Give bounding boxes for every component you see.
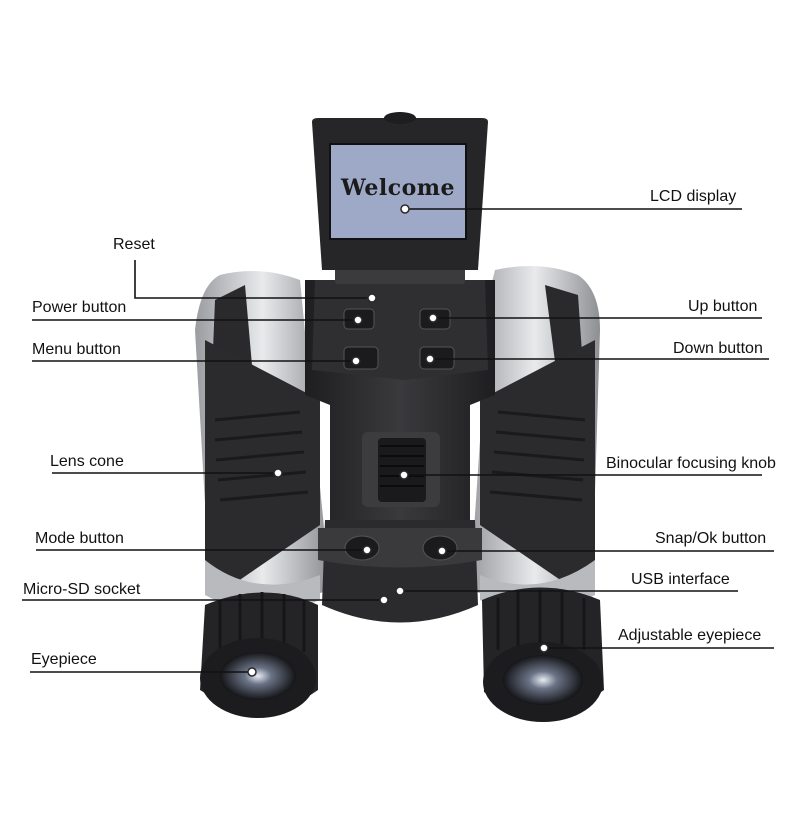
callout-dots (247, 204, 549, 677)
label-power-button: Power button (32, 299, 127, 316)
lcd-welcome-text: Welcome (340, 175, 455, 201)
label-mode-button: Mode button (35, 530, 124, 547)
label-lens-cone: Lens cone (50, 453, 124, 470)
label-eyepiece: Eyepiece (31, 651, 97, 668)
mode-button[interactable] (344, 535, 380, 561)
right-barrel (470, 266, 600, 612)
label-adjustable-eyepiece: Adjustable eyepiece (618, 627, 762, 644)
label-down-button: Down button (673, 340, 763, 357)
label-snap-ok-button: Snap/Ok button (655, 530, 767, 547)
lcd-screen (329, 143, 467, 240)
label-micro-sd-socket: Micro-SD socket (23, 581, 141, 598)
label-lcd-display: LCD display (650, 188, 737, 205)
focusing-knob[interactable] (362, 432, 440, 507)
label-focusing-knob: Binocular focusing knob (606, 455, 776, 472)
label-menu-button: Menu button (32, 341, 121, 358)
leader-reset (134, 260, 372, 299)
label-usb-interface: USB interface (631, 571, 730, 588)
menu-button[interactable] (343, 346, 379, 370)
left-eyepiece (200, 592, 318, 718)
leader-lines (22, 208, 774, 673)
lcd-panel: Welcome (312, 112, 488, 270)
label-up-button: Up button (688, 298, 758, 315)
down-button[interactable] (419, 346, 455, 370)
label-reset: Reset (113, 236, 155, 253)
right-eyepiece (482, 587, 604, 722)
